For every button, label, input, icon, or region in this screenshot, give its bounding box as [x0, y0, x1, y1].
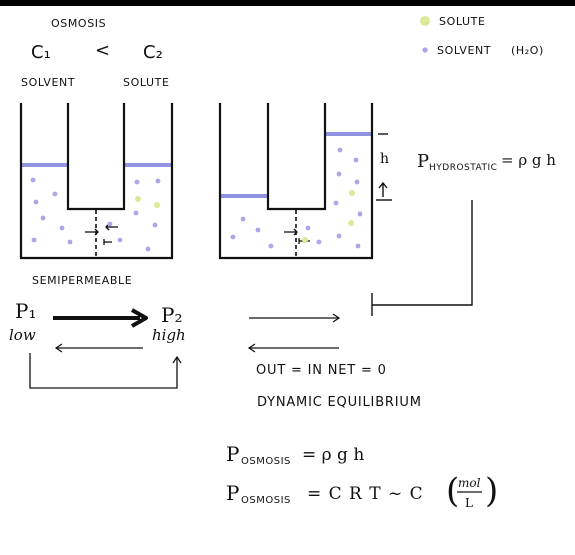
left-tube-solvent-particles [30, 177, 161, 252]
solvent-particle [354, 179, 360, 185]
solvent-particle [355, 243, 361, 249]
solute-particle [349, 190, 355, 196]
solvent-particle [134, 179, 140, 185]
osmosis-pressure-symbol-1: P [226, 442, 239, 466]
osmosis-subscript-2: OSMOSIS [241, 495, 291, 506]
height-arrow-head [378, 181, 388, 189]
equilibrium-arrow-left-head [247, 343, 256, 353]
solvent-particle [240, 216, 246, 222]
loop-connector [29, 353, 178, 389]
solute-legend-dot [420, 16, 430, 26]
solvent-formula: (H₂O) [511, 44, 544, 57]
mol-per-liter-unit: ( mol L ) [446, 471, 498, 511]
solvent-particle [337, 147, 343, 153]
hydrostatic-subscript: HYDROSTATIC [429, 163, 497, 173]
right-tube-solute-particles [302, 190, 355, 243]
solvent-particle [117, 237, 123, 243]
solvent-particle [268, 243, 274, 249]
left-tube-inner-wall [66, 103, 126, 211]
top-border [0, 0, 575, 6]
height-label: h [380, 151, 389, 167]
right-u-tube: h [218, 103, 392, 260]
solvent-particle [255, 227, 261, 233]
p2-label: P₂ [161, 303, 182, 327]
p2-note: high [152, 326, 186, 344]
solvent-particle [353, 157, 359, 163]
solvent-particle [152, 222, 158, 228]
solvent-particle [305, 225, 311, 231]
solvent-particle [333, 200, 339, 206]
left-tube-outer-wall [19, 103, 174, 260]
solvent-particle [357, 211, 363, 217]
solvent-particle [336, 233, 342, 239]
c2-label: C₂ [143, 42, 163, 63]
solute-particle [135, 196, 141, 202]
left-tube-solute-particles [135, 196, 160, 208]
solvent-side-label: SOLVENT [21, 76, 75, 89]
dynamic-equilibrium-label: DYNAMIC EQUILIBRIUM [257, 395, 422, 410]
solvent-particle [155, 178, 161, 184]
solvent-particle [336, 171, 342, 177]
osmosis-formula-1: = ρ g h [302, 445, 364, 465]
solvent-particle [30, 177, 36, 183]
main-pressure-arrow-head [131, 308, 148, 328]
hydrostatic-formula: = ρ g h [501, 151, 556, 169]
solute-particle [154, 202, 160, 208]
osmosis-pressure-symbol-2: P [226, 481, 239, 505]
right-tube-solvent-particles [230, 147, 363, 249]
unit-denominator: L [465, 496, 473, 510]
p1-note: low [9, 326, 36, 344]
solvent-particle [40, 215, 46, 221]
solvent-legend-label: SOLVENT [437, 44, 491, 57]
solute-legend-label: SOLUTE [439, 15, 486, 28]
solvent-particle [316, 239, 322, 245]
right-tube-outer-wall [218, 103, 374, 260]
c1-label: C₁ [31, 42, 51, 63]
left-u-tube [19, 103, 174, 260]
solvent-particle [107, 221, 113, 227]
hydrostatic-pressure-symbol: P [417, 151, 429, 172]
solvent-particle [133, 210, 139, 216]
p1-label: P₁ [15, 299, 36, 323]
equilibrium-arrow-right-head [332, 313, 341, 323]
return-arrow-head [54, 343, 63, 353]
solvent-particle [52, 191, 58, 197]
hydrostatic-connector-line [372, 200, 473, 306]
concentration-relation: < [95, 40, 110, 61]
solvent-particle [59, 225, 65, 231]
membrane-label: SEMIPERMEABLE [32, 274, 132, 287]
solvent-particle [230, 234, 236, 240]
solvent-particle [67, 239, 73, 245]
unit-numerator: mol [458, 476, 481, 490]
svg-text:(: ( [446, 471, 459, 511]
solvent-particle [31, 237, 37, 243]
osmosis-formula-2: = C R T ~ C [307, 484, 424, 504]
equilibrium-net-statement: OUT = IN NET = 0 [256, 363, 387, 378]
solvent-particle [33, 199, 39, 205]
solvent-legend-dot [422, 47, 428, 53]
osmosis-subscript-1: OSMOSIS [241, 456, 291, 467]
solvent-particle [145, 246, 151, 252]
diagram-title: OSMOSIS [51, 17, 106, 30]
solute-side-label: SOLUTE [123, 76, 170, 89]
solute-particle [348, 220, 354, 226]
svg-text:): ) [485, 471, 498, 511]
loop-connector-arrow-head [172, 355, 182, 364]
left-tube-flow-arrows [85, 223, 118, 245]
solute-particle [302, 237, 308, 243]
right-tube-inner-wall [266, 103, 327, 211]
